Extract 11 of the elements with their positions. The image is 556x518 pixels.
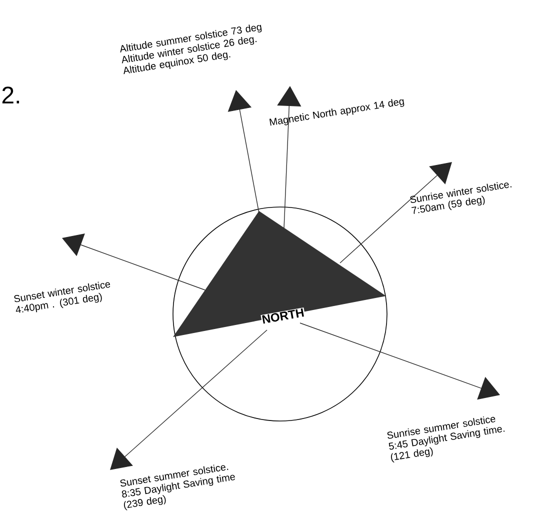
north-triangle: NORTH	[173, 210, 386, 337]
compass-circle	[172, 206, 388, 422]
arrow	[110, 330, 268, 470]
annotation-text: Altitude summer solstice 73 deg Altitude winter solstice 26 deg. Altitude equinox 50 deg.	[120, 24, 262, 74]
annotation-text: Sunrise summer solstice 5:45 Daylight Saving time. (121 deg)	[387, 416, 505, 462]
annotation-text: Sunset summer solstice. 8:35 Daylight Saving time (239 deg)	[120, 464, 235, 510]
annotation-text: Sunrise winter solstice. 7:50am (59 deg)	[410, 182, 512, 214]
annotation-text: Sunset winter solstice 4:40pm . (301 deg)	[14, 282, 110, 313]
figure-number: 2.	[2, 86, 20, 104]
annotation-text: Magnetic North approx 14 deg	[269, 99, 404, 126]
arrow	[340, 162, 452, 264]
